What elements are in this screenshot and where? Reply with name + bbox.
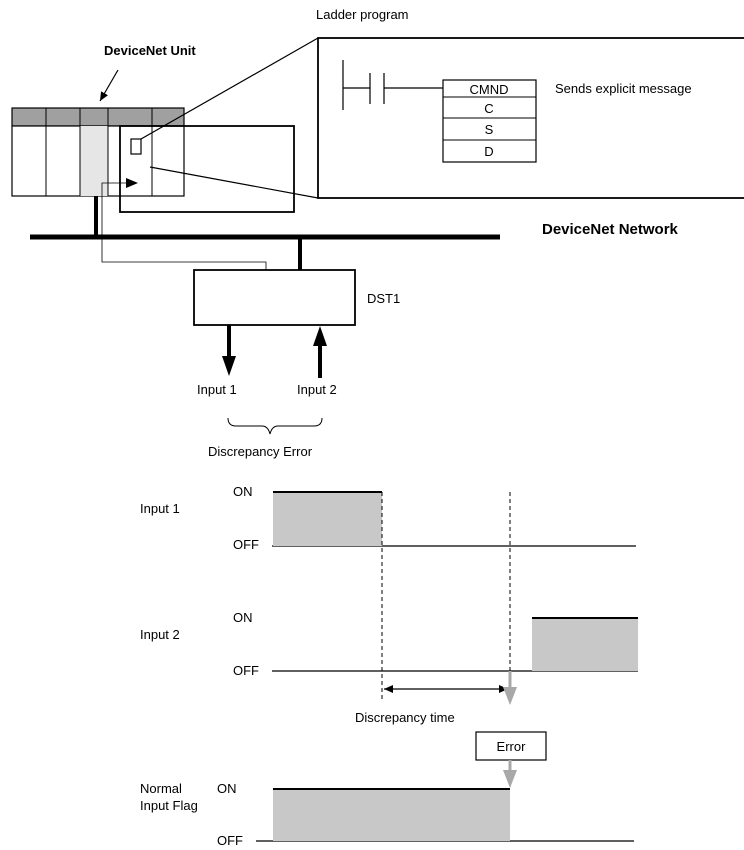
- devicenet-unit-label: DeviceNet Unit: [104, 43, 196, 58]
- timing-input-1-pulse: [273, 492, 382, 546]
- discrepancy-error-label: Discrepancy Error: [208, 444, 313, 459]
- discrepancy-brace: [227, 417, 323, 435]
- cpu-indicator-icon: [130, 138, 142, 155]
- devicenet-network-label: DeviceNet Network: [542, 221, 679, 238]
- input-1-label: Input 1: [197, 382, 237, 397]
- ladder-program-panel: CMND C S D Sends explicit message: [317, 37, 744, 199]
- operand-s: S: [485, 122, 494, 137]
- input-1-arrow: [222, 325, 236, 376]
- cmnd-label: CMND: [470, 82, 509, 97]
- timing-flag-off: OFF: [217, 833, 243, 848]
- timing-input-1-on: ON: [233, 484, 253, 499]
- timing-flag-pulse: [273, 789, 510, 841]
- ladder-program-title: Ladder program: [316, 7, 409, 22]
- error-box: [475, 731, 547, 761]
- timing-input-2-name: Input 2: [140, 627, 180, 642]
- timing-input-2-off: OFF: [233, 663, 259, 678]
- timing-input-2-on: ON: [233, 610, 253, 625]
- message-path: [101, 182, 132, 240]
- input-2-label: Input 2: [297, 382, 337, 397]
- input-2-arrow: [313, 326, 327, 378]
- zoom-box: [119, 125, 295, 213]
- timing-flag-name-line-1: Normal: [140, 781, 182, 796]
- dst1-label: DST1: [367, 291, 400, 306]
- dst1-box: [193, 269, 356, 326]
- timing-flag-on: ON: [217, 781, 237, 796]
- timing-input-2-pulse: [532, 618, 638, 671]
- devicenet-unit-pointer: [99, 69, 119, 102]
- timing-input-1-name: Input 1: [140, 501, 180, 516]
- operand-d: D: [484, 144, 493, 159]
- discrepancy-time-label: Discrepancy time: [355, 710, 455, 725]
- timing-input-1-off: OFF: [233, 537, 259, 552]
- devicenet-unit-module: [80, 126, 108, 196]
- timing-flag-name-line-2: Input Flag: [140, 798, 198, 813]
- plc-rack: [11, 107, 185, 197]
- error-label: Error: [497, 739, 527, 754]
- explicit-message-description: Sends explicit message: [555, 81, 692, 96]
- operand-c: C: [484, 101, 493, 116]
